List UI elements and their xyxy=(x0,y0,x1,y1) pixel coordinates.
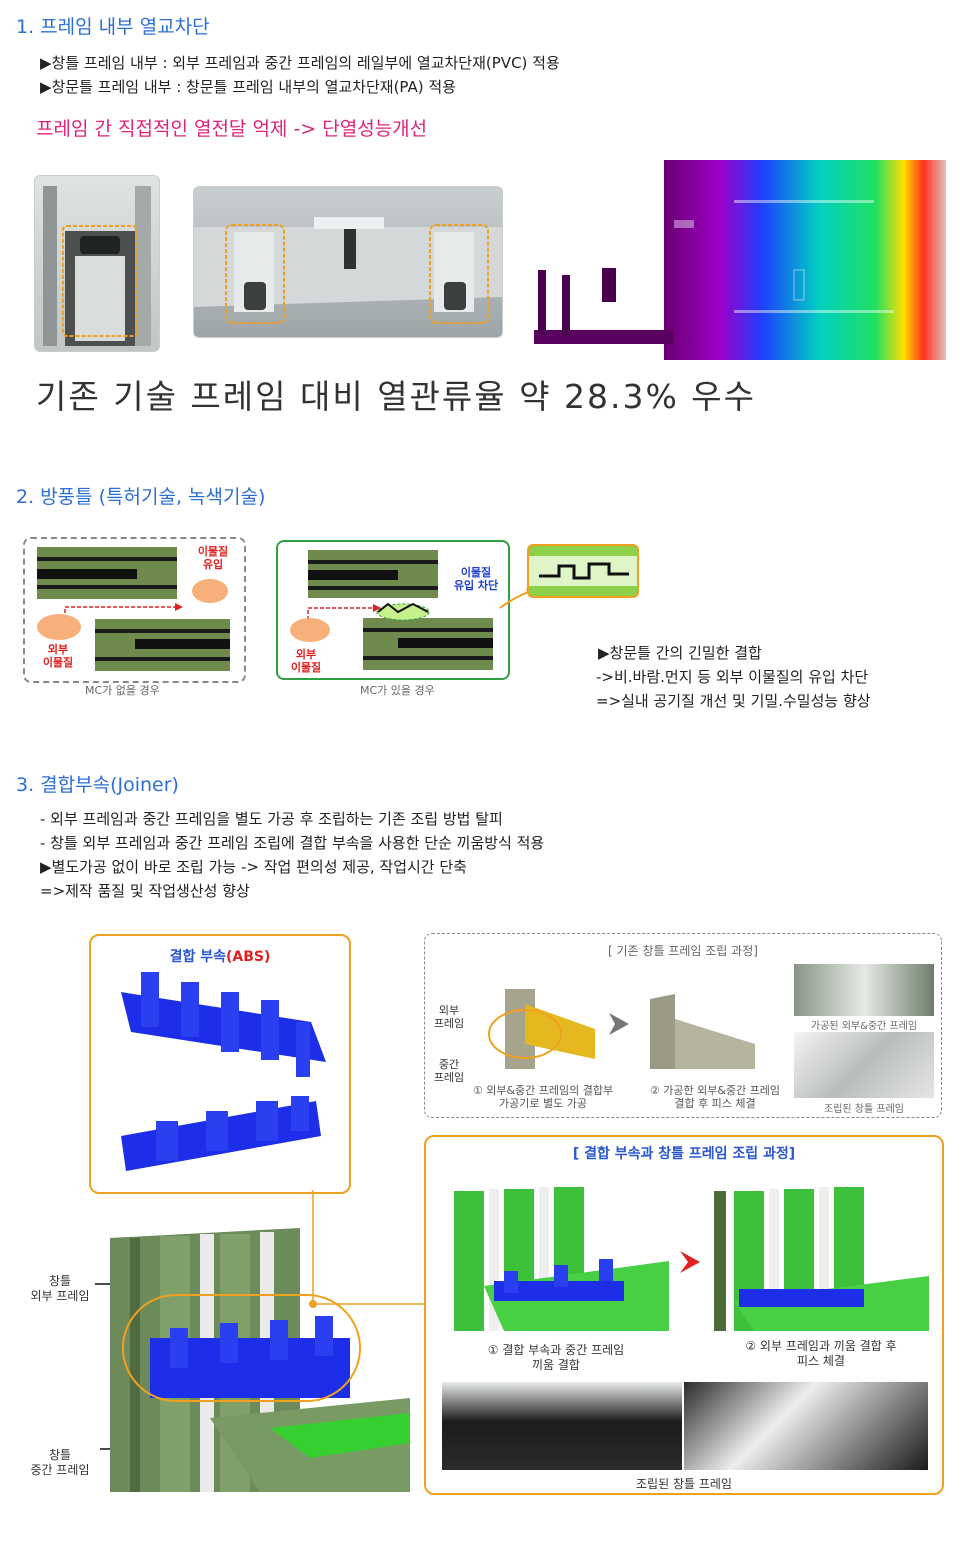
frame-section-photo-2 xyxy=(193,186,503,338)
section2-title: 2. 방풍틀 (특허기술, 녹색기술) xyxy=(16,486,266,508)
section3-line-2: - 창틀 외부 프레임과 중간 프레임 조립에 결합 부속을 사용한 단순 끼움… xyxy=(40,834,545,852)
diagram-with-mc: 이물질 유입 차단 외부 이물질 xyxy=(276,540,510,680)
label-outer-frame-line2: 외부 프레임 xyxy=(30,1289,90,1303)
new-step1-caption: ① 결합 부속과 중간 프레임 끼움 결합 xyxy=(446,1343,666,1373)
window-frame-3d-illustration xyxy=(110,1228,410,1492)
existing-photo-processed-caption: 가공된 외부&중간 프레임 xyxy=(810,1021,918,1032)
existing-middle-label-line1: 중간 xyxy=(438,1058,460,1071)
section2-desc-2: ->비.바람.먼지 등 외부 이물질의 유입 차단 xyxy=(596,668,869,686)
label-middle-frame: 창틀 중간 프레임 xyxy=(20,1448,100,1478)
joiner-highlight-ellipse xyxy=(122,1294,361,1402)
existing-outer-label: 외부 프레임 xyxy=(429,1004,469,1030)
new-assembly-process: [ 결합 부속과 창틀 프레임 조립 과정] ① 결합 부속과 중간 프레임 끼… xyxy=(424,1135,944,1495)
thermal-simulation-image xyxy=(534,160,946,360)
label-middle-frame-line1: 창틀 xyxy=(48,1448,72,1462)
new-step1-caption-line2: 끼움 결합 xyxy=(532,1358,580,1372)
assembled-photo-2 xyxy=(684,1382,928,1470)
left-bottom-label-line2: 이물질 xyxy=(42,656,74,669)
new-step2-caption-line1: ② 외부 프레임과 끼움 결합 후 xyxy=(745,1339,897,1353)
section1-bullet-1: ▶창틀 프레임 내부 : 외부 프레임과 중간 프레임의 레일부에 열교차단재(… xyxy=(40,54,560,72)
new-process-arrow xyxy=(680,1251,700,1273)
section3-title: 3. 결합부속(Joiner) xyxy=(16,774,179,796)
mc-seal-illustration xyxy=(529,556,637,586)
section1-highlight: 프레임 간 직접적인 열전달 억제 -> 단열성능개선 xyxy=(36,118,428,140)
existing-outer-label-line2: 프레임 xyxy=(433,1017,465,1030)
right-top-label-line1: 이물질 xyxy=(460,566,492,579)
section1-title: 1. 프레임 내부 열교차단 xyxy=(16,16,210,38)
section2-desc-1: ▶창문틀 간의 긴밀한 결합 xyxy=(598,644,762,662)
assembled-caption: 조립된 창틀 프레임 xyxy=(636,1477,732,1491)
existing-step2-illustration xyxy=(650,994,755,1069)
existing-step1-caption-line2: 가공기로 별도 가공 xyxy=(499,1097,587,1110)
existing-step2-caption-line1: ② 가공한 외부&중간 프레임 xyxy=(649,1084,781,1097)
assembled-photo-1 xyxy=(442,1382,682,1470)
section1-result-text: 기존 기술 프레임 대비 열관류율 약 28.3% 우수 xyxy=(36,377,757,416)
section3-line-4: =>제작 품질 및 작업생산성 향상 xyxy=(40,882,250,900)
right-bottom-label-line2: 이물질 xyxy=(290,661,322,674)
new-step1-caption-line1: ① 결합 부속과 중간 프레임 xyxy=(487,1343,625,1357)
joiner-material: (ABS) xyxy=(226,949,271,965)
joiner-title: 결합 부속(ABS) xyxy=(91,946,349,966)
joiner-part-3d-top xyxy=(121,972,326,1077)
existing-middle-label: 중간 프레임 xyxy=(429,1058,469,1084)
existing-photo-assembled-caption: 조립된 창틀 프레임 xyxy=(824,1104,904,1115)
existing-photo-assembled xyxy=(794,1032,934,1098)
existing-outer-label-line1: 외부 xyxy=(438,1004,460,1017)
process-arrow xyxy=(609,1013,629,1035)
existing-assembly-process: [ 기존 창틀 프레임 조립 과정] 외부 프레임 중간 프레임 ① 외부&중간… xyxy=(424,933,942,1118)
existing-step1-caption: ① 외부&중간 프레임의 결합부 가공기로 별도 가공 xyxy=(463,1084,623,1110)
joiner-part-3d-bottom xyxy=(121,1096,321,1171)
mc-detail-zoom xyxy=(527,544,639,598)
frame-profile-illustration xyxy=(43,186,151,346)
right-top-label-line2: 유입 차단 xyxy=(453,579,499,592)
right-bottom-label-line1: 외부 xyxy=(295,648,317,661)
existing-step1-caption-line1: ① 외부&중간 프레임의 결합부 xyxy=(472,1084,614,1097)
existing-step2-caption: ② 가공한 외부&중간 프레임 결합 후 피스 체결 xyxy=(630,1084,800,1110)
section2-desc-3: =>실내 공기질 개선 및 기밀.수밀성능 향상 xyxy=(596,692,871,710)
existing-process-title: [ 기존 창틀 프레임 조립 과정] xyxy=(608,944,758,958)
right-diagram-caption: MC가 있을 경우 xyxy=(360,684,435,697)
joiner-part-box: 결합 부속(ABS) xyxy=(89,934,351,1194)
frame-without-mc-illustration xyxy=(37,547,230,671)
left-top-label-line1: 이물질 xyxy=(197,545,229,558)
frame-rail-illustration xyxy=(194,217,502,324)
new-step2-caption: ② 외부 프레임과 끼움 결합 후 피스 체결 xyxy=(716,1339,926,1369)
section3-line-3: ▶별도가공 없이 바로 조립 가능 -> 작업 편의성 제공, 작업시간 단축 xyxy=(40,858,467,876)
new-step1-illustration xyxy=(444,1187,669,1331)
existing-middle-label-line2: 프레임 xyxy=(433,1071,465,1084)
window-frame-render xyxy=(110,1228,410,1492)
left-diagram-caption: MC가 없을 경우 xyxy=(85,684,160,697)
existing-step2-caption-line2: 결합 후 피스 체결 xyxy=(674,1097,756,1110)
section1-bullet-2: ▶창문틀 프레임 내부 : 창문틀 프레임 내부의 열교차단재(PA) 적용 xyxy=(40,78,456,96)
label-outer-frame: 창틀 외부 프레임 xyxy=(20,1274,100,1304)
frame-with-mc-illustration xyxy=(290,550,493,670)
new-step2-caption-line2: 피스 체결 xyxy=(797,1354,845,1368)
existing-step1-illustration xyxy=(488,989,595,1069)
new-step2-illustration xyxy=(714,1187,929,1331)
frame-section-photo-1 xyxy=(34,175,160,352)
section3-line-1: - 외부 프레임과 중간 프레임을 별도 가공 후 조립하는 기존 조립 방법 … xyxy=(40,810,503,828)
left-bottom-label-line1: 외부 xyxy=(47,643,69,656)
left-top-label-line2: 유입 xyxy=(202,558,224,571)
label-outer-frame-line1: 창틀 xyxy=(48,1274,72,1288)
label-middle-frame-line2: 중간 프레임 xyxy=(30,1463,90,1477)
existing-photo-processed xyxy=(794,964,934,1016)
diagram-without-mc: 이물질 유입 외부 이물질 xyxy=(23,537,246,683)
joiner-title-text: 결합 부속 xyxy=(169,949,226,965)
new-process-title: [ 결합 부속과 창틀 프레임 조립 과정] xyxy=(572,1146,796,1162)
